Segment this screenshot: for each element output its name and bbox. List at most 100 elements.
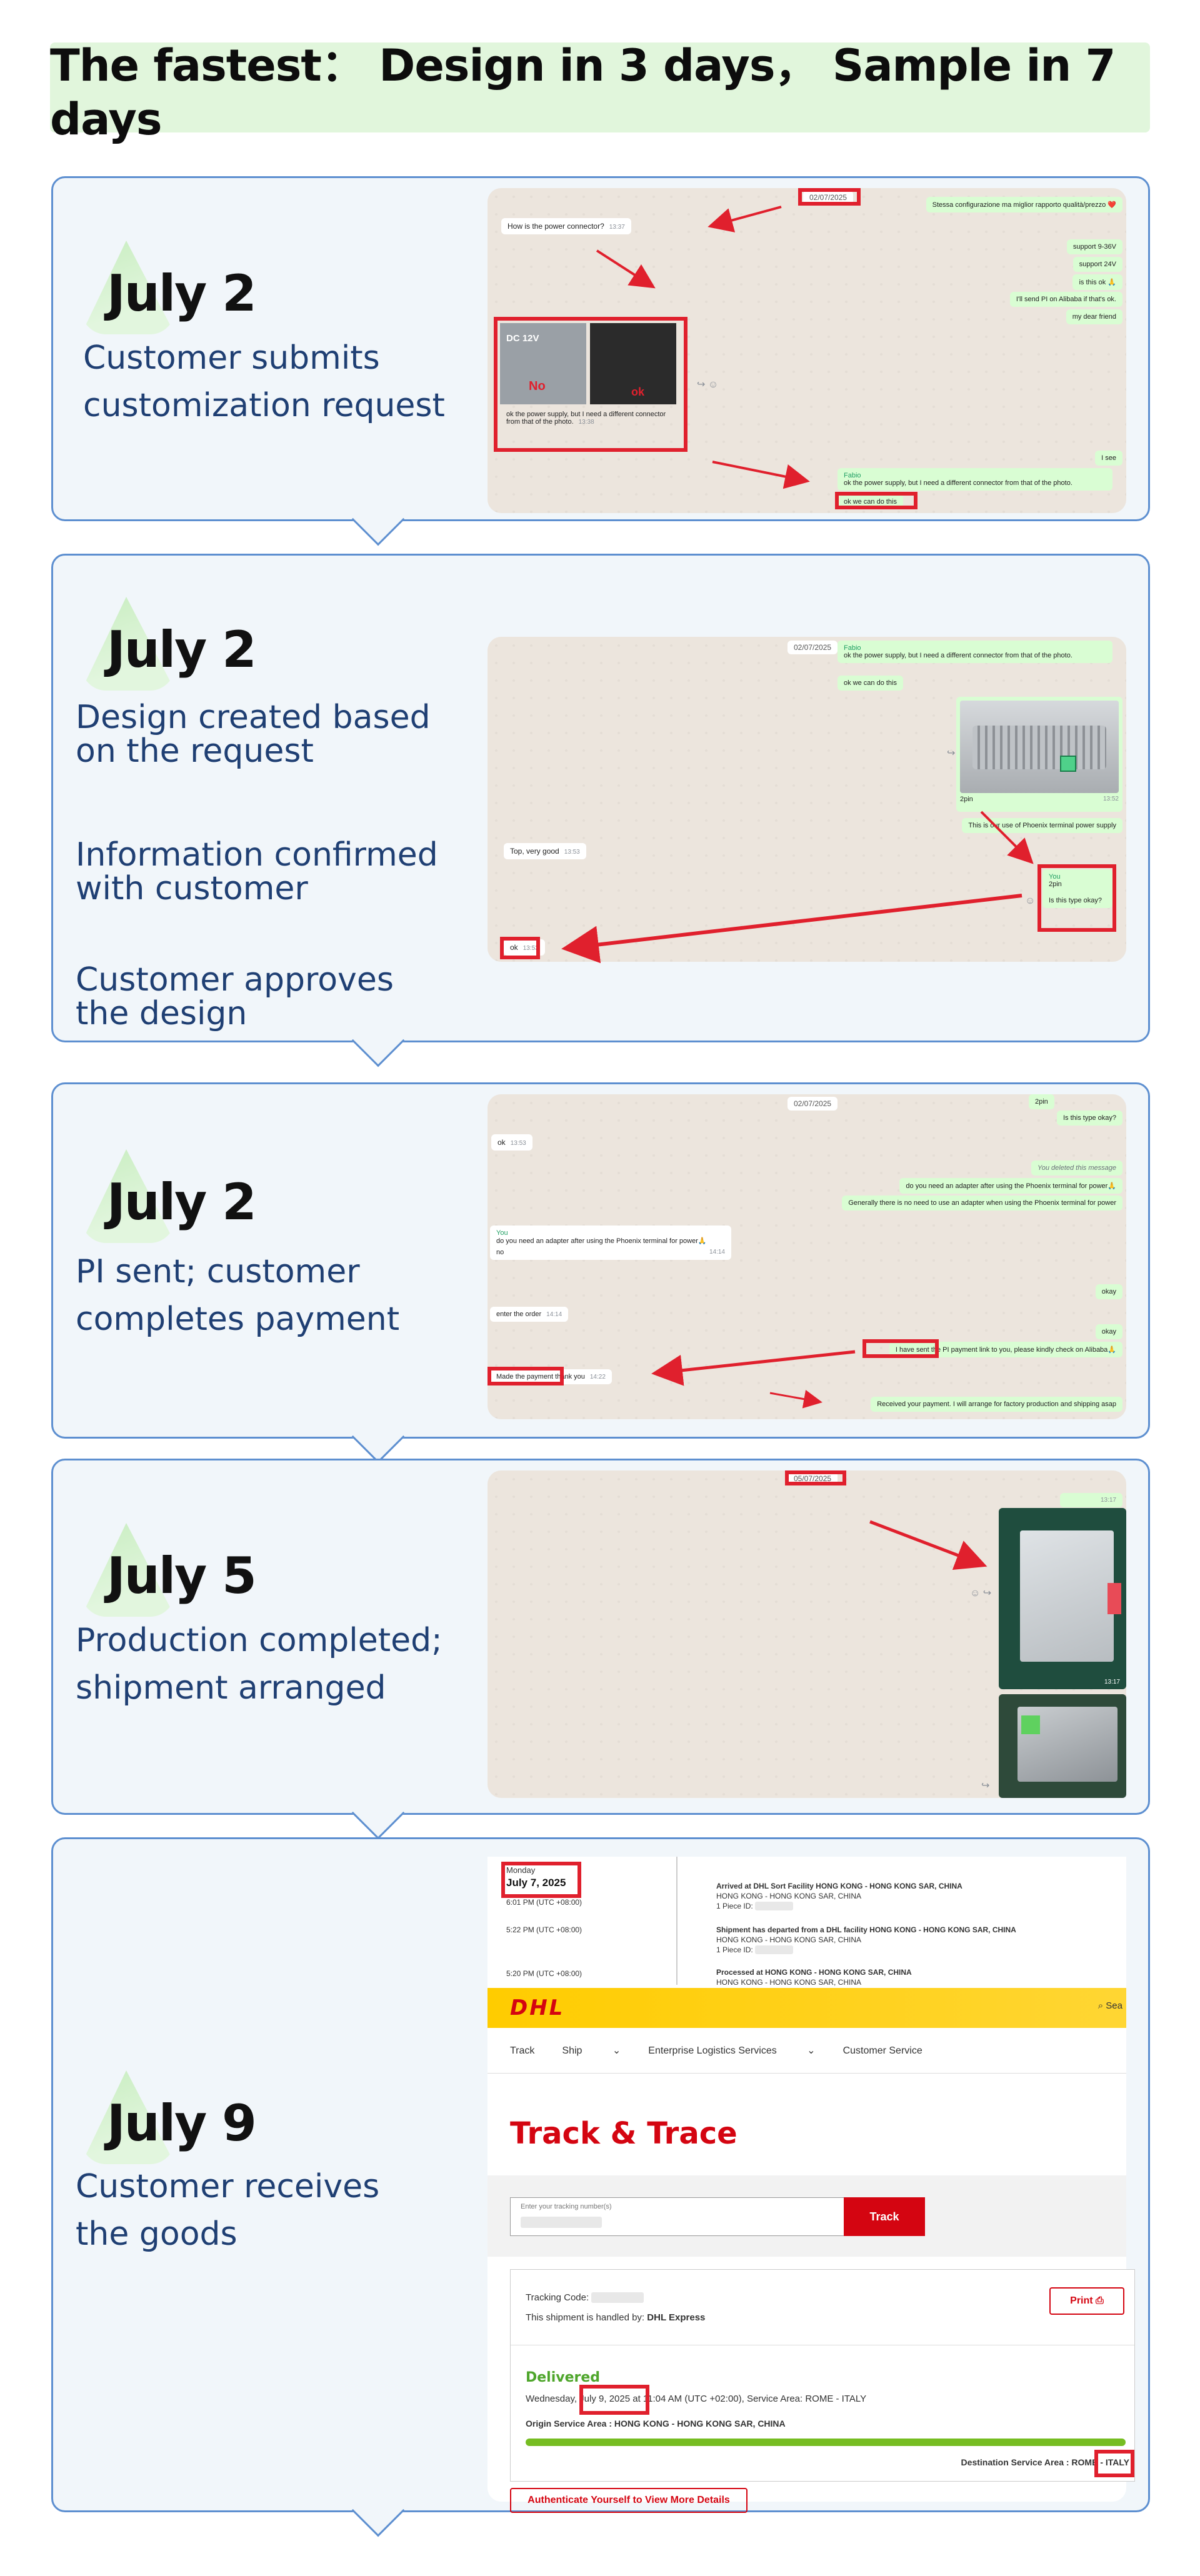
card-notch xyxy=(351,492,405,546)
dc-jack-photo: DC 12V No xyxy=(500,323,586,404)
chat-message-in: ok the power supply, but I need a differ… xyxy=(506,411,666,426)
chevron-down-icon: ⌄ xyxy=(612,2045,621,2056)
chat-message-out: Received your payment. I will arrange fo… xyxy=(871,1397,1122,1412)
chat-message-out: I see xyxy=(1095,451,1122,466)
step-description: PI sent; customer completes payment xyxy=(76,1253,400,1338)
delivery-progress xyxy=(526,2439,1126,2446)
emoji-icon[interactable]: ☺ ↪ xyxy=(970,1588,992,1599)
event-location: HONG KONG - HONG KONG SAR, CHINA xyxy=(716,1892,862,1900)
date-chip: 02/07/2025 xyxy=(803,191,854,204)
nav-enterprise[interactable]: Enterprise Logistics Services ⌄ xyxy=(648,2045,816,2056)
track-button[interactable]: Track xyxy=(844,2197,925,2236)
date-chip: 02/07/2025 xyxy=(788,641,838,654)
shipment-result: Tracking Code: 1234567890 This shipment … xyxy=(510,2269,1135,2482)
product-photo xyxy=(960,701,1119,793)
chat-message-out: support 24V xyxy=(1072,257,1122,272)
chat-message-out: Generally there is no need to use an ada… xyxy=(842,1196,1122,1211)
event-time: 5:20 PM (UTC +08:00) xyxy=(506,1969,582,1978)
terminal-highlight xyxy=(1060,756,1076,772)
highlight-box xyxy=(488,1367,564,1385)
connector-photo: DC 12V No ok xyxy=(500,323,676,404)
emoji-icon[interactable]: ☺ xyxy=(1025,896,1036,906)
highlight-box xyxy=(1038,864,1116,932)
input-placeholder: Enter your tracking number(s) xyxy=(521,2203,612,2210)
chat-message-in: How is the power connector?13:37 xyxy=(501,218,631,234)
card-notch xyxy=(351,1410,405,1464)
chat-message-out: I'll send PI on Alibaba if that's ok. xyxy=(1009,292,1122,307)
step-description-design: Design created based on the request xyxy=(76,699,431,770)
event-title: Shipment has departed from a DHL facilit… xyxy=(716,1925,1016,1934)
tracking-number-input[interactable]: Enter your tracking number(s) xyxy=(510,2197,848,2236)
chat-message-out: okay xyxy=(1095,1284,1122,1299)
printer-icon: ⎙ xyxy=(1096,2295,1104,2306)
authenticate-button[interactable]: Authenticate Yourself to View More Detai… xyxy=(510,2488,748,2513)
date-chip: 02/07/2025 xyxy=(788,1097,838,1111)
tracking-code: Tracking Code: 1234567890 xyxy=(526,2292,644,2303)
event-time: 5:22 PM (UTC +08:00) xyxy=(506,1925,582,1934)
search-link[interactable]: ⌕ Sea xyxy=(1098,2000,1122,2011)
step-date: July 2 xyxy=(107,1173,257,1231)
event-title: Processed at HONG KONG - HONG KONG SAR, … xyxy=(716,1968,912,1977)
event-location: HONG KONG - HONG KONG SAR, CHINA xyxy=(716,1935,862,1944)
event-title: Arrived at DHL Sort Facility HONG KONG -… xyxy=(716,1882,962,1890)
step-card-2: July 2 Design created based on the reque… xyxy=(51,554,1150,1067)
search-icon: ⌕ xyxy=(1098,2000,1104,2011)
step-card-1: July 2 Customer submits customization re… xyxy=(51,176,1150,546)
photo-label-ok: ok xyxy=(631,386,645,398)
chat-message-out: Is this type okay? xyxy=(1057,1111,1122,1126)
chat-reply-quote: Fabio ok the power supply, but I need a … xyxy=(838,641,1112,663)
dhl-logo[interactable]: DHL xyxy=(510,1995,565,2020)
quote-author: Fabio xyxy=(844,644,861,652)
chat-message-out: is this ok 🙏 xyxy=(1072,274,1122,290)
nav-track[interactable]: Track xyxy=(510,2045,535,2056)
chat-message-out: 13:17 xyxy=(1060,1493,1122,1507)
step-card-4: July 5 Production completed; shipment ar… xyxy=(51,1459,1150,1840)
chat-message-out: do you need an adapter after using the P… xyxy=(899,1178,1122,1194)
input-value xyxy=(521,2217,602,2228)
chat-screenshot: 05/07/2025 13:17 13:17 ☺ ↪ ↪ xyxy=(488,1470,1126,1798)
product-photo-bottom xyxy=(999,1694,1126,1798)
status-delivered: Delivered xyxy=(526,2370,601,2385)
quote-text: ok the power supply, but I need a differ… xyxy=(844,479,1072,487)
nav-divider xyxy=(488,2073,1126,2074)
highlight-box xyxy=(785,1470,846,1485)
device-top-view xyxy=(1020,1530,1114,1662)
dhl-tracking-screenshot: Monday July 7, 2025 6:01 PM (UTC +08:00)… xyxy=(488,1857,1135,2513)
step-date: July 5 xyxy=(107,1547,257,1605)
terminal-photo: ok xyxy=(590,323,676,404)
highlight-box xyxy=(835,492,918,509)
highlight-box xyxy=(862,1339,939,1358)
product-photo-top: 13:17 xyxy=(999,1508,1126,1689)
chat-reply-quote: Fabio ok the power supply, but I need a … xyxy=(838,468,1112,491)
timeline-line xyxy=(676,1857,678,1985)
card-notch xyxy=(351,2484,405,2537)
step-description: Customer receives the goods xyxy=(76,2168,380,2253)
highlight-box xyxy=(1094,2450,1134,2477)
photo-time: 13:17 xyxy=(1104,1679,1120,1685)
destination-area: Destination Service Area : ROME - ITALY xyxy=(961,2457,1129,2467)
chat-message-out: Is this type okay? xyxy=(1049,897,1102,904)
quote-author: You xyxy=(1049,873,1061,881)
chat-message-deleted: You deleted this message xyxy=(1031,1161,1122,1176)
forward-icon[interactable]: ↪ ☺ xyxy=(697,379,719,390)
print-button[interactable]: Print ⎙ xyxy=(1049,2287,1124,2315)
chat-screenshot: 02/07/2025 How is the power connector?13… xyxy=(488,188,1126,513)
event-time: 6:01 PM (UTC +08:00) xyxy=(506,1898,582,1907)
forward-icon[interactable]: ↪ xyxy=(947,748,956,759)
highlight-box xyxy=(500,937,540,959)
chat-message-out: support 9-36V xyxy=(1066,239,1122,254)
quote-author: You xyxy=(496,1229,508,1237)
chat-message-out: This is our use of Phoenix terminal powe… xyxy=(962,818,1122,833)
quote-author: Fabio xyxy=(844,472,861,479)
chat-message-out: Stessa configurazione ma miglior rapport… xyxy=(926,197,1122,212)
red-sticker xyxy=(1108,1583,1121,1614)
forward-icon[interactable]: ↪ xyxy=(981,1780,990,1791)
nav-ship[interactable]: Ship ⌄ xyxy=(562,2045,621,2056)
chat-reply-quote: You do you need an adapter after using t… xyxy=(490,1226,731,1260)
step-description: Customer submits customization request xyxy=(83,339,445,424)
nav-customer-service[interactable]: Customer Service xyxy=(842,2045,922,2056)
